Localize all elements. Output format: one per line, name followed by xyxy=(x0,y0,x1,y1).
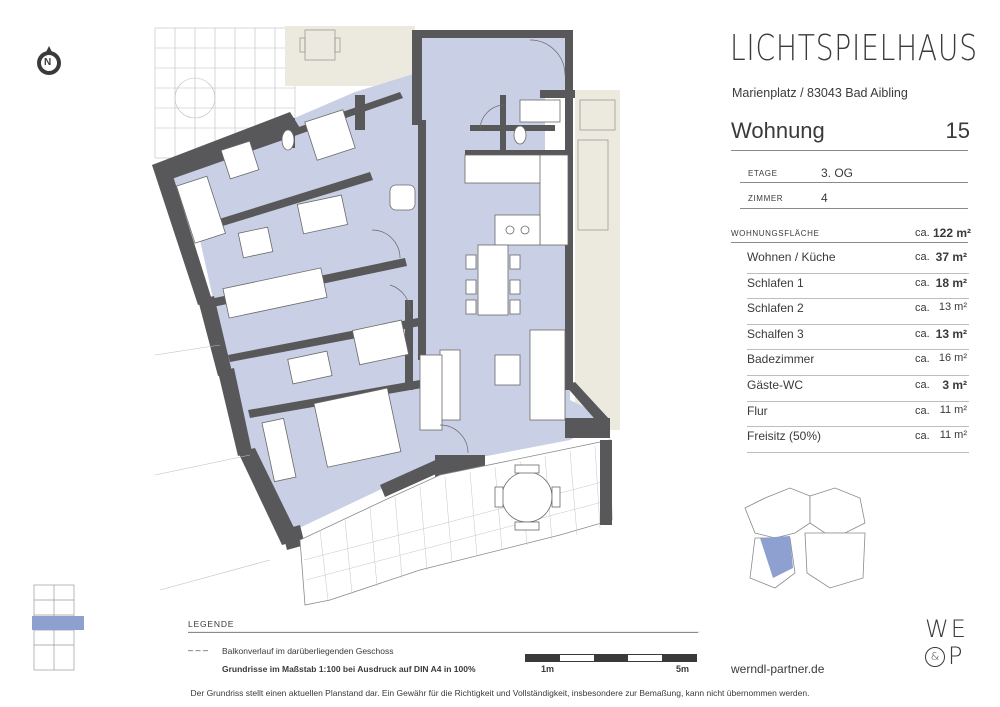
neighbour-area-right xyxy=(575,90,620,430)
area-table: Wohnen / Küche ca. 37 m² Schlafen 1 ca. 18 m²… xyxy=(747,248,969,453)
area-row-value: 18 m² xyxy=(935,275,967,290)
balcony-rail xyxy=(600,440,612,525)
bathroom-fixtures xyxy=(175,99,561,244)
area-row-value: 13 m² xyxy=(938,301,967,314)
legend-rule xyxy=(188,632,698,633)
door-swings xyxy=(371,39,566,454)
rooms-value: 4 xyxy=(821,191,828,205)
disclaimer: Der Grundriss stellt einen aktuellen Pla… xyxy=(190,688,810,698)
area-row-value: 16 m² xyxy=(938,352,967,365)
neighbour-table-top xyxy=(299,29,341,61)
legend-scale: Grundrisse im Maßstab 1:100 bei Ausdruck… xyxy=(222,664,476,674)
area-row-ca: ca. xyxy=(915,378,930,391)
area-row-value: 3 m² xyxy=(942,377,967,392)
area-row-name: Badezimmer xyxy=(747,352,815,367)
area-row-ca: ca. xyxy=(915,302,930,315)
area-row-name: Wohnen / Küche xyxy=(747,250,836,264)
area-row: Schalfen 3 ca. 13 m² xyxy=(747,325,969,351)
area-row-name: Schlafen 2 xyxy=(747,301,804,316)
neighbour-area-top xyxy=(285,26,415,86)
area-row: Wohnen / Küche ca. 37 m² xyxy=(747,248,969,274)
area-row-name: Freisitz (50%) xyxy=(747,429,822,444)
floor-plan xyxy=(152,26,700,633)
scale-bar xyxy=(525,654,697,662)
area-row-ca: ca. xyxy=(915,276,930,289)
area-row-ca: ca. xyxy=(915,353,930,366)
area-row: Schlafen 1 ca. 18 m² xyxy=(747,274,969,300)
area-row: Badezimmer ca. 16 m² xyxy=(747,350,969,376)
compass: N xyxy=(34,46,64,76)
floor-label: ETAGE xyxy=(748,169,778,178)
area-total-value: 122 m² xyxy=(933,226,972,240)
floor-value: 3. OG xyxy=(821,166,854,180)
area-row-value: 11 m² xyxy=(939,429,967,442)
area-row-name: Gäste-WC xyxy=(747,377,804,392)
area-row: Schlafen 2 ca. 13 m² xyxy=(747,299,969,325)
area-total-label: WOHNUNGSFLÄCHE xyxy=(731,229,820,238)
legend-balcony: Balkonverlauf im darüberliegenden Gescho… xyxy=(222,646,394,656)
legend-heading: LEGENDE xyxy=(188,619,235,629)
kitchen-counter xyxy=(464,154,569,246)
area-row: Freisitz (50%) ca. 11 m² xyxy=(747,427,969,453)
area-row-value: 37 m² xyxy=(935,250,967,264)
balcony-table xyxy=(494,464,561,531)
website-link[interactable]: werndl-partner.de xyxy=(731,662,825,676)
area-row-name: Schalfen 3 xyxy=(747,326,804,341)
area-rows: Wohnen / Küche ca. 37 m² Schlafen 1 ca. 18 m²… xyxy=(747,248,969,453)
neighbour-sofa-right xyxy=(577,99,616,231)
legend-dash: – – – xyxy=(188,645,209,655)
living-sofa xyxy=(439,329,566,421)
area-row: Flur ca. 11 m² xyxy=(747,402,969,428)
area-row-value: 13 m² xyxy=(935,326,967,341)
area-row-name: Flur xyxy=(747,403,768,418)
dining-table xyxy=(465,244,521,316)
unit-title: Wohnung xyxy=(731,118,825,143)
area-total-ca: ca. xyxy=(915,227,930,239)
area-row-value: 11 m² xyxy=(939,403,967,416)
divider-rooms xyxy=(740,208,968,209)
scale-5m: 5m xyxy=(676,664,690,674)
divider-floor xyxy=(740,182,968,183)
brand-logo: LICHTSPIELHAUS xyxy=(730,28,978,69)
architect-logo: WE &P xyxy=(925,615,968,670)
area-row-name: Schlafen 1 xyxy=(747,275,804,290)
site-key-plan xyxy=(744,487,866,589)
divider-area xyxy=(731,242,968,243)
area-row-ca: ca. xyxy=(915,430,930,443)
scale-1m: 1m xyxy=(541,664,555,674)
building-key-icon xyxy=(32,584,84,671)
area-row: Gäste-WC ca. 3 m² xyxy=(747,376,969,402)
area-row-ca: ca. xyxy=(915,327,930,340)
area-row-ca: ca. xyxy=(915,404,930,417)
rooms-label: ZIMMER xyxy=(748,194,784,203)
unit-number: 15 xyxy=(945,118,970,143)
area-row-ca: ca. xyxy=(915,251,930,263)
compass-icon xyxy=(37,46,61,75)
compass-label: N xyxy=(44,57,52,68)
divider-top xyxy=(731,150,968,151)
address: Marienplatz / 83043 Bad Aibling xyxy=(732,86,908,100)
bedroom-furniture xyxy=(222,184,443,483)
